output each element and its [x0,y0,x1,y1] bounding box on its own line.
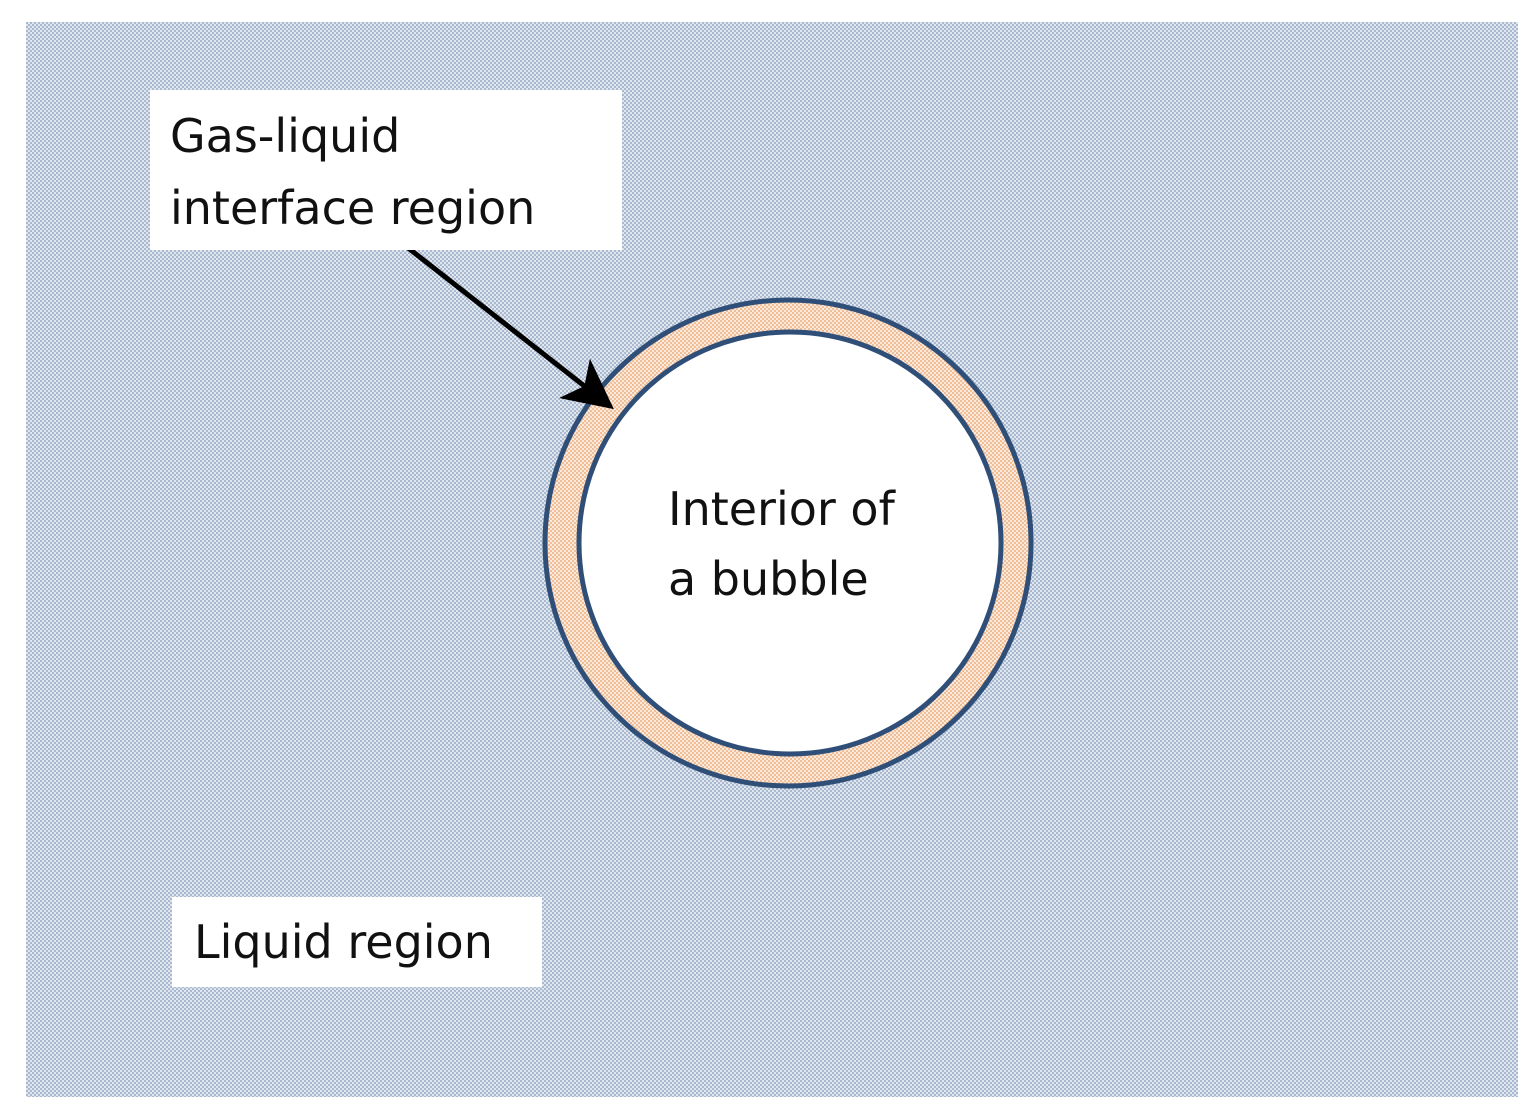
liquid-region-label: Liquid region [172,897,542,987]
interior-label-line-1: Interior of [668,482,895,536]
interface-region-label: Gas-liquid interface region [150,90,622,250]
bubble-interior-label: Interior of a bubble [668,474,948,614]
interface-label-line-1: Gas-liquid [170,109,401,163]
interior-label-line-2: a bubble [668,552,869,606]
interface-pointer-arrow [396,238,614,410]
liquid-label-text: Liquid region [194,915,493,969]
interface-label-line-2: interface region [170,181,536,235]
bubble-interior [576,329,1004,757]
